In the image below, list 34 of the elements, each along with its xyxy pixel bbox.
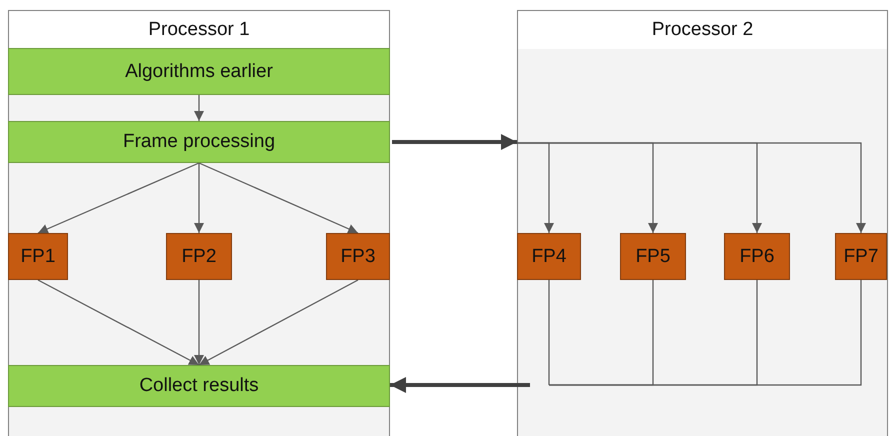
box-label: FP3 <box>340 246 376 268</box>
box-label: Algorithms earlier <box>125 60 273 82</box>
arrow <box>517 142 866 233</box>
processor-panel <box>517 10 888 436</box>
box-label: FP1 <box>20 246 56 268</box>
process-box <box>326 233 390 280</box>
arrow <box>198 162 358 234</box>
arrow <box>392 134 517 150</box>
process-box <box>517 233 581 280</box>
arrow <box>194 163 204 233</box>
box-label: FP7 <box>844 246 878 268</box>
arrow <box>194 280 204 365</box>
arrow <box>38 162 200 234</box>
process-box <box>835 233 887 280</box>
arrow <box>198 279 358 366</box>
box-label: FP5 <box>636 246 670 268</box>
arrow <box>38 279 200 366</box>
process-box <box>620 233 686 280</box>
box-label: FP2 <box>182 246 216 268</box>
arrow <box>194 95 204 121</box>
processor-panel <box>8 10 390 436</box>
box-label: Frame processing <box>122 131 276 153</box>
process-box <box>8 365 390 407</box>
box-label: FP4 <box>532 246 566 268</box>
process-box <box>166 233 232 280</box>
process-box <box>8 121 390 163</box>
process-box <box>8 48 390 95</box>
panel-title: Processor 2 <box>652 19 754 41</box>
arrow <box>390 377 530 393</box>
panel-title: Processor 1 <box>148 19 250 41</box>
box-label: Collect results <box>139 375 259 397</box>
process-box <box>724 233 790 280</box>
process-box <box>8 233 68 280</box>
box-label: FP6 <box>740 246 774 268</box>
